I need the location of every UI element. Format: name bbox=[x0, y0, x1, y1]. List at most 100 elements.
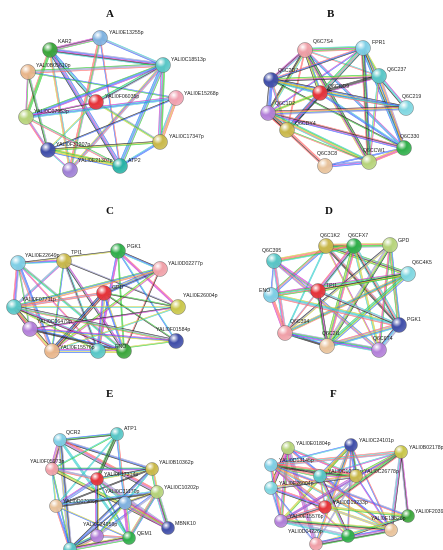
protein-node[interactable]: YALI0D04226p bbox=[288, 529, 355, 543]
protein-node[interactable]: YALI0D07986p bbox=[49, 499, 98, 513]
protein-node[interactable]: Q6CFX7 bbox=[346, 233, 369, 254]
protein-node[interactable]: YALI0D13145p bbox=[264, 458, 314, 472]
node-circle[interactable] bbox=[20, 64, 36, 80]
protein-node[interactable]: YALI0C10202p bbox=[150, 485, 199, 499]
protein-node[interactable]: Q6C237 bbox=[371, 67, 407, 84]
protein-node[interactable]: YALI0F17314p bbox=[90, 472, 139, 486]
node-circle[interactable] bbox=[277, 325, 293, 341]
node-circle[interactable] bbox=[56, 253, 72, 269]
node-circle[interactable] bbox=[155, 57, 171, 73]
protein-node[interactable]: Q6C394 bbox=[277, 319, 310, 341]
node-circle[interactable] bbox=[10, 255, 26, 271]
protein-node[interactable]: ENO bbox=[115, 343, 132, 359]
protein-node[interactable]: GPD bbox=[382, 237, 410, 253]
node-circle[interactable] bbox=[344, 438, 358, 452]
node-circle[interactable] bbox=[42, 42, 58, 58]
protein-node[interactable] bbox=[63, 542, 77, 550]
protein-node[interactable]: YALI0F24959p bbox=[83, 522, 117, 543]
protein-node[interactable]: Q6C219 bbox=[398, 94, 422, 116]
protein-node[interactable]: YALI0B10362p bbox=[145, 460, 194, 476]
node-circle[interactable] bbox=[263, 287, 279, 303]
protein-node[interactable]: FPR1 bbox=[355, 40, 386, 56]
protein-node[interactable]: TPI1 bbox=[56, 250, 83, 269]
protein-node[interactable]: PGK1 bbox=[391, 317, 421, 333]
protein-node[interactable]: YALI0E01804p bbox=[281, 441, 331, 455]
node-circle[interactable] bbox=[62, 162, 78, 178]
protein-node[interactable]: QCR2 bbox=[53, 430, 81, 447]
node-circle[interactable] bbox=[341, 529, 355, 543]
protein-node[interactable]: YALI0E15576p bbox=[274, 514, 324, 528]
node-circle[interactable] bbox=[40, 142, 56, 158]
protein-node[interactable]: YALI0E26004p bbox=[170, 293, 218, 315]
protein-node[interactable]: YALI0C10955p bbox=[313, 469, 363, 483]
node-circle[interactable] bbox=[152, 261, 168, 277]
node-circle[interactable] bbox=[401, 509, 415, 523]
protein-node[interactable]: YALI0C07953p bbox=[18, 109, 69, 125]
protein-node[interactable]: YALI0E13255p bbox=[92, 30, 144, 46]
protein-node[interactable]: YALI0D02277p bbox=[152, 261, 203, 277]
protein-node[interactable]: YALI0F01584p bbox=[156, 327, 190, 349]
node-circle[interactable] bbox=[313, 469, 327, 483]
protein-node[interactable]: GPD bbox=[96, 285, 124, 301]
protein-node[interactable]: TPI1 bbox=[310, 283, 338, 299]
protein-node[interactable]: Q6C2D7 bbox=[263, 68, 299, 88]
node-circle[interactable] bbox=[361, 154, 377, 170]
protein-node[interactable]: PGK1 bbox=[110, 243, 141, 259]
node-circle[interactable] bbox=[391, 317, 407, 333]
node-circle[interactable] bbox=[90, 472, 104, 486]
protein-node[interactable]: Q6C395 bbox=[262, 248, 282, 269]
node-circle[interactable] bbox=[112, 158, 128, 174]
node-circle[interactable] bbox=[90, 343, 106, 359]
node-circle[interactable] bbox=[161, 521, 175, 535]
node-circle[interactable] bbox=[92, 30, 108, 46]
node-circle[interactable] bbox=[398, 100, 414, 116]
protein-node[interactable]: YALI0E26004p bbox=[264, 481, 314, 495]
protein-node[interactable]: YALI0C17347p bbox=[152, 134, 204, 150]
protein-node[interactable]: YALI0B05610p bbox=[20, 63, 71, 80]
node-circle[interactable] bbox=[266, 253, 282, 269]
protein-node[interactable]: Q6C1D2 bbox=[260, 101, 296, 121]
node-circle[interactable] bbox=[317, 158, 333, 174]
node-circle[interactable] bbox=[346, 238, 362, 254]
node-circle[interactable] bbox=[110, 243, 126, 259]
node-circle[interactable] bbox=[310, 283, 326, 299]
node-circle[interactable] bbox=[400, 266, 416, 282]
protein-node[interactable]: YALI0F20397p bbox=[401, 509, 443, 523]
node-circle[interactable] bbox=[371, 68, 387, 84]
node-circle[interactable] bbox=[396, 140, 412, 156]
protein-node[interactable]: KAR2 bbox=[42, 39, 72, 58]
node-circle[interactable] bbox=[312, 85, 328, 101]
node-circle[interactable] bbox=[45, 462, 59, 476]
node-circle[interactable] bbox=[319, 338, 335, 354]
protein-node[interactable]: YALI0F05973p bbox=[30, 459, 64, 476]
protein-node[interactable]: QEM1 bbox=[122, 531, 152, 545]
node-circle[interactable] bbox=[145, 462, 159, 476]
node-circle[interactable] bbox=[150, 485, 164, 499]
node-circle[interactable] bbox=[49, 499, 63, 513]
node-circle[interactable] bbox=[116, 343, 132, 359]
node-circle[interactable] bbox=[281, 441, 295, 455]
protein-node[interactable]: MBNK10 bbox=[161, 521, 196, 535]
node-circle[interactable] bbox=[309, 537, 323, 550]
node-circle[interactable] bbox=[349, 469, 363, 483]
node-circle[interactable] bbox=[170, 299, 186, 315]
node-circle[interactable] bbox=[371, 342, 387, 358]
protein-node[interactable]: Q6C330 bbox=[396, 134, 420, 156]
protein-node[interactable]: YALI0E15268p bbox=[168, 90, 219, 106]
node-circle[interactable] bbox=[63, 542, 77, 550]
protein-node[interactable]: Q6C2I1 bbox=[319, 331, 340, 354]
protein-node[interactable]: YALI0F07711p bbox=[6, 297, 56, 315]
node-circle[interactable] bbox=[264, 458, 278, 472]
node-circle[interactable] bbox=[263, 72, 279, 88]
protein-node[interactable]: Q6C6T4 bbox=[371, 336, 393, 358]
protein-node[interactable] bbox=[44, 343, 60, 359]
protein-node[interactable]: YALI0E15576p bbox=[60, 343, 106, 359]
protein-node[interactable]: YALI0E21307p bbox=[62, 158, 113, 178]
protein-node[interactable]: YALI0E22649p bbox=[10, 253, 60, 271]
node-circle[interactable] bbox=[88, 94, 104, 110]
protein-node[interactable]: ENO bbox=[259, 287, 279, 303]
node-circle[interactable] bbox=[264, 481, 278, 495]
protein-node[interactable]: YALI0E13826p bbox=[371, 516, 406, 537]
node-circle[interactable] bbox=[152, 134, 168, 150]
protein-node[interactable]: YALI0C06479p bbox=[22, 319, 72, 337]
